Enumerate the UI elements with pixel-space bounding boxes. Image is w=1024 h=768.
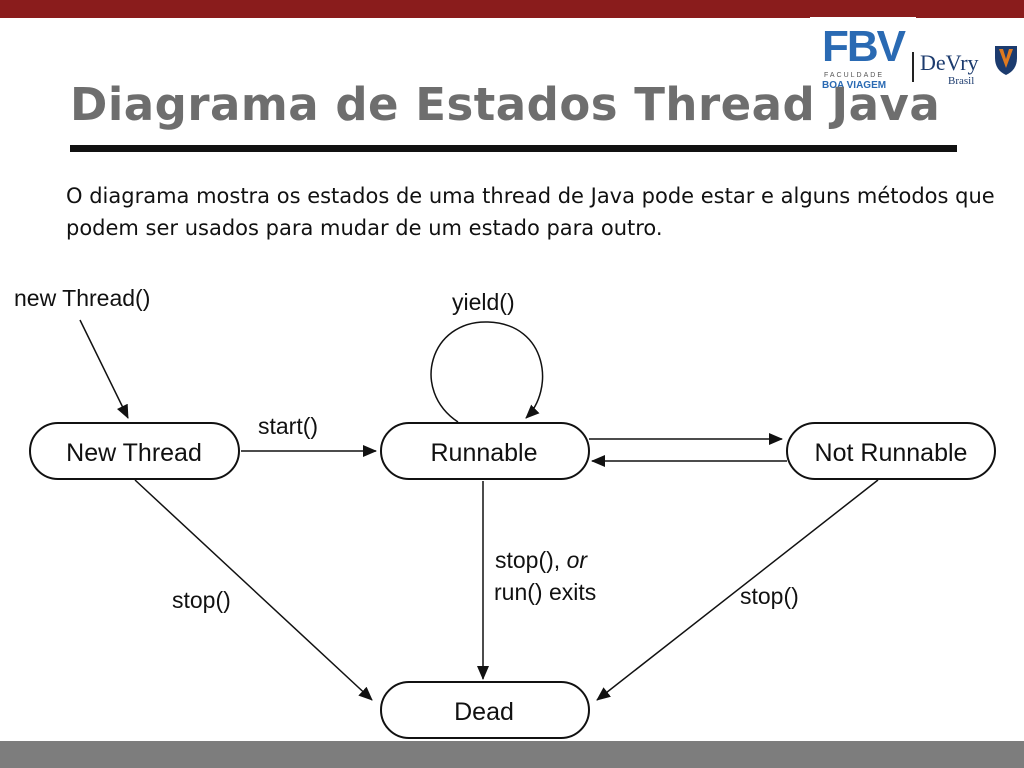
devry-logo-text: DeVry bbox=[920, 50, 979, 75]
fbv-logo-line1: FACULDADE bbox=[824, 72, 885, 79]
label-run-exits: run() exits bbox=[494, 579, 596, 605]
state-dead: Dead bbox=[380, 681, 590, 739]
slide-title: Diagrama de Estados Thread Java bbox=[70, 78, 941, 131]
label-or-text: or bbox=[567, 547, 589, 573]
logo-separator bbox=[912, 52, 914, 82]
arrow-new-thread-call bbox=[79, 319, 129, 419]
fbv-logo bbox=[810, 17, 916, 95]
state-not-runnable-label: Not Runnable bbox=[815, 439, 968, 467]
label-new-thread-call: new Thread() bbox=[14, 285, 150, 311]
arrow-new-thread-to-dead bbox=[134, 479, 373, 701]
title-underline bbox=[70, 145, 957, 152]
arrow-not-runnable-to-dead bbox=[596, 479, 879, 701]
label-start: start() bbox=[258, 413, 318, 439]
fbv-logo-text: FBV bbox=[822, 22, 906, 71]
top-accent-bar bbox=[0, 0, 1024, 18]
label-stop-right: stop() bbox=[740, 583, 799, 609]
arrow-yield-loop bbox=[430, 321, 544, 423]
devry-shield-icon bbox=[995, 46, 1017, 75]
label-stop-or-text: stop(), bbox=[495, 547, 560, 573]
fbv-logo-line2: BOA VIAGEM bbox=[822, 80, 887, 91]
label-yield: yield() bbox=[452, 289, 515, 315]
state-runnable-label: Runnable bbox=[430, 439, 537, 467]
bottom-accent-bar bbox=[0, 741, 1024, 768]
label-stop-or: stop(), or bbox=[495, 547, 588, 573]
slide-description: O diagrama mostra os estados de uma thre… bbox=[66, 184, 995, 240]
label-stop-left: stop() bbox=[172, 587, 231, 613]
state-runnable: Runnable bbox=[380, 422, 590, 480]
state-not-runnable: Not Runnable bbox=[786, 422, 996, 480]
devry-logo-sub: Brasil bbox=[948, 75, 975, 87]
state-dead-label: Dead bbox=[454, 698, 514, 726]
state-new-thread-label: New Thread bbox=[66, 439, 202, 467]
state-new-thread: New Thread bbox=[29, 422, 240, 480]
